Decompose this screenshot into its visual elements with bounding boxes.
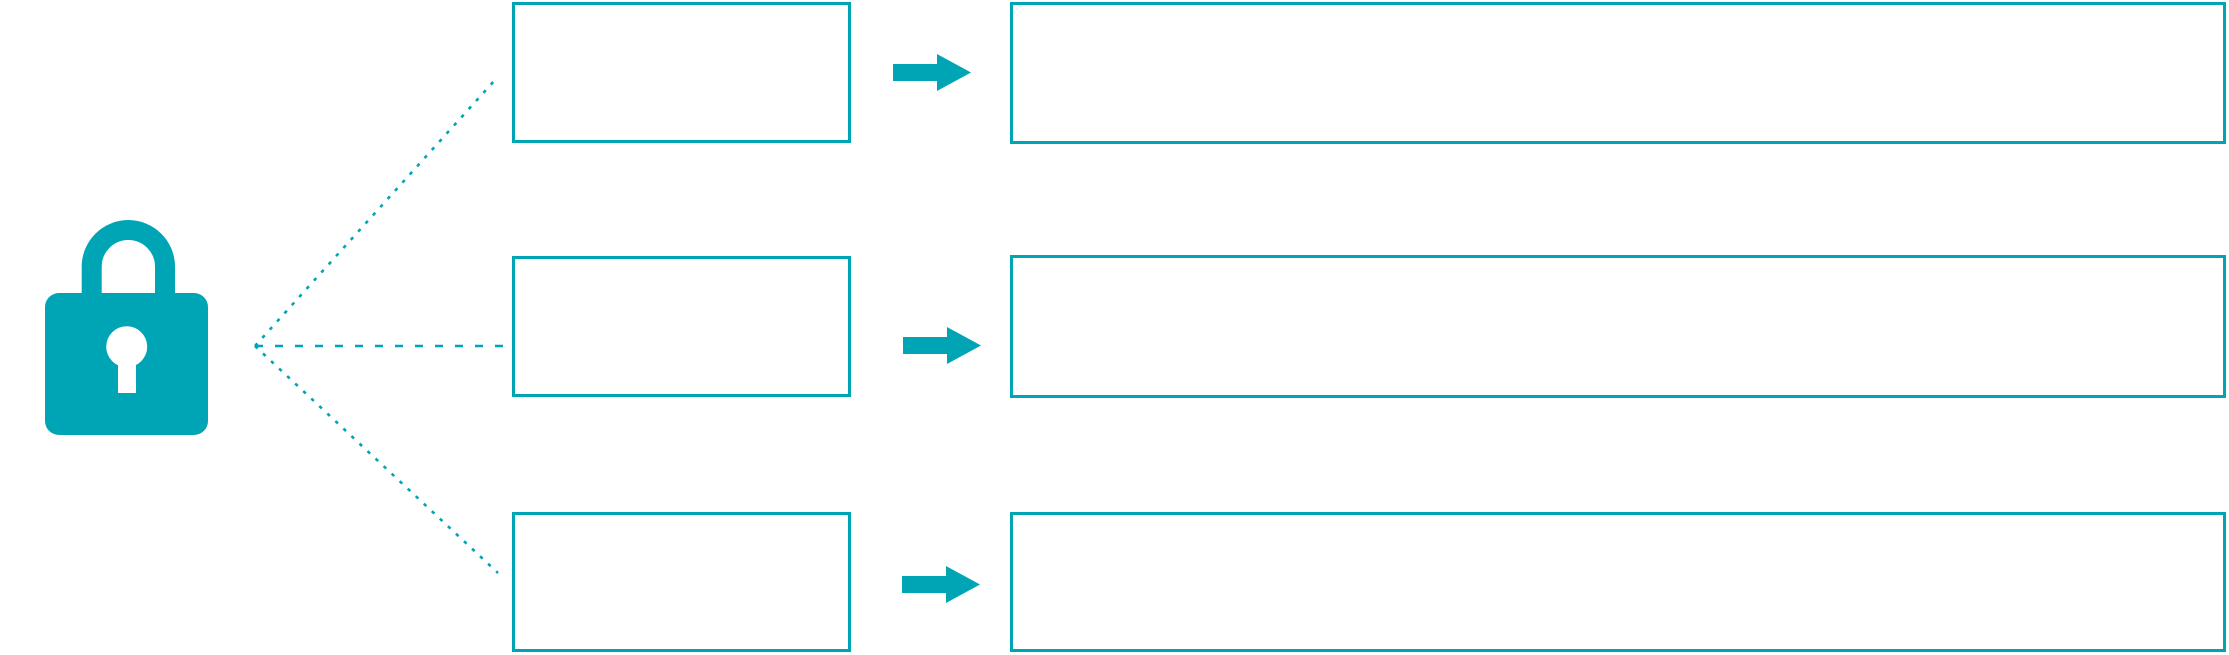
connector-top-line	[254, 79, 496, 347]
detail-box-2[interactable]	[1010, 255, 2226, 398]
lock-shackle	[81, 220, 175, 305]
category-box-2[interactable]	[512, 256, 851, 397]
right-arrow-icon	[902, 566, 980, 603]
right-arrow-icon	[893, 54, 971, 91]
lock-keyhole-stem	[118, 348, 136, 393]
right-arrow-icon	[903, 327, 981, 364]
category-box-3[interactable]	[512, 512, 851, 652]
category-box-1[interactable]	[512, 2, 851, 143]
lock-icon	[45, 220, 208, 435]
detail-box-3[interactable]	[1010, 512, 2226, 652]
detail-box-1[interactable]	[1010, 2, 2226, 144]
connector-bottom-line	[254, 345, 499, 574]
lock-keyhole-circle	[106, 326, 148, 368]
